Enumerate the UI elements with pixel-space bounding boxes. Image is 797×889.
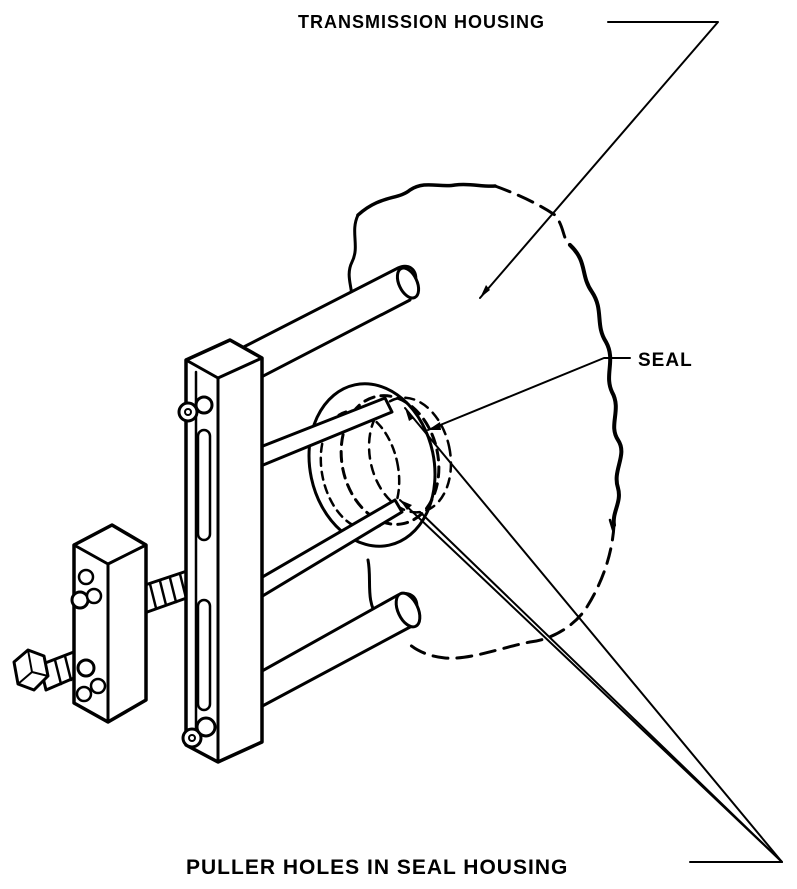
label-transmission-housing: TRANSMISSION HOUSING	[298, 12, 545, 32]
upper-guide-rod	[226, 264, 421, 390]
label-seal: SEAL	[638, 350, 693, 371]
leader-lines	[399, 21, 783, 863]
label-puller-holes: PULLER HOLES IN SEAL HOUSING	[186, 856, 568, 879]
puller-frame	[184, 338, 264, 764]
front-crossbar	[70, 523, 148, 724]
puller-arm-lower	[238, 498, 404, 608]
transmission-housing-outline	[347, 182, 624, 660]
frame-bolt-upper	[177, 395, 214, 423]
lower-guide-rod	[226, 591, 422, 720]
frame-bolt-lower	[181, 716, 217, 749]
